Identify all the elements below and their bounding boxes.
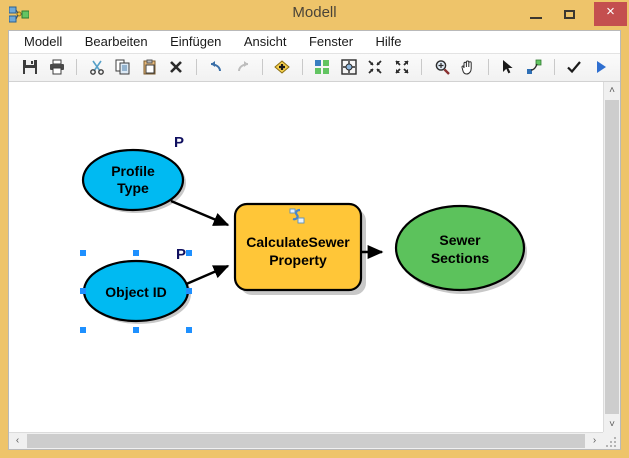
calculate-sewer-property-shape[interactable] [233, 202, 363, 292]
toolbar-separator [553, 59, 555, 75]
vertical-scroll-thumb[interactable] [605, 100, 619, 414]
profile-type-label-line2: Type [117, 180, 149, 196]
toolbar-separator [195, 59, 197, 75]
sewer-sections-label-line2: Sections [431, 250, 490, 266]
sewer-sections-shape[interactable] [394, 204, 526, 292]
selection-handle-nw[interactable] [80, 250, 86, 256]
pan-hand-icon[interactable] [457, 54, 479, 80]
node-sewer-sections[interactable]: Sewer Sections [394, 204, 526, 292]
profile-type-label-line1: Profile [111, 163, 155, 179]
horizontal-scroll-thumb[interactable] [27, 434, 585, 448]
add-data-diamond-icon[interactable] [271, 54, 293, 80]
toolbar-separator [421, 59, 423, 75]
selection-handle-se[interactable] [186, 327, 192, 333]
selection-handle-w[interactable] [80, 288, 86, 294]
copy-icon[interactable] [112, 54, 134, 80]
toolbar [9, 54, 620, 82]
close-button[interactable]: × [594, 2, 627, 26]
menu-bar: Modell Bearbeiten Einfügen Ansicht Fenst… [9, 31, 620, 54]
object-id-label: Object ID [105, 284, 166, 300]
zoom-out-arrows-icon[interactable] [364, 54, 386, 80]
chevron-right-icon: › [592, 435, 597, 446]
object-id-selection-handles[interactable] [80, 250, 192, 333]
edges [170, 199, 384, 287]
redo-arrow-icon[interactable] [232, 54, 254, 80]
zoom-in-arrows-icon[interactable] [391, 54, 413, 80]
undo-arrow-icon[interactable] [205, 54, 227, 80]
paste-clipboard-icon[interactable] [139, 54, 161, 80]
model-graph: Profile Type P Object ID P [80, 134, 527, 333]
chevron-up-icon: ˄ [609, 85, 615, 96]
cut-scissors-icon[interactable] [86, 54, 108, 80]
model-diagram-icon [8, 6, 30, 24]
validate-check-icon[interactable] [563, 54, 585, 80]
calculate-sewer-property-label-line1: CalculateSewer [246, 234, 350, 250]
object-id-precondition-badge: P [176, 246, 186, 263]
magnifier-zoom-icon[interactable] [431, 54, 453, 80]
run-play-icon[interactable] [590, 54, 612, 80]
toolbar-lead-spacer [9, 54, 15, 55]
scroll-up-button[interactable]: ˄ [604, 82, 620, 99]
maximize-icon [564, 10, 575, 19]
profile-type-precondition-badge: P [174, 134, 184, 151]
edge-profile-type-to-tool [170, 199, 230, 227]
chevron-down-icon: ˅ [609, 419, 615, 430]
selection-handle-n[interactable] [133, 250, 139, 256]
resize-grip[interactable] [603, 432, 620, 449]
toolbar-separator [261, 59, 263, 75]
horizontal-scrollbar[interactable]: ‹ › [9, 432, 603, 449]
menu-item-bearbeiten[interactable]: Bearbeiten [84, 34, 148, 49]
node-profile-type[interactable]: Profile Type P [81, 134, 185, 212]
maximize-button[interactable] [556, 2, 584, 27]
selection-handle-e[interactable] [186, 288, 192, 294]
menu-item-hilfe[interactable]: Hilfe [375, 34, 402, 49]
sewer-sections-label-line1: Sewer [439, 232, 481, 248]
title-bar: Modell × [0, 0, 629, 30]
selection-handle-sw[interactable] [80, 327, 86, 333]
save-icon[interactable] [19, 54, 41, 80]
scroll-right-button[interactable]: › [586, 433, 603, 449]
script-tool-icon [289, 208, 306, 225]
menu-item-fenster[interactable]: Fenster [308, 34, 354, 49]
menu-item-ansicht[interactable]: Ansicht [243, 34, 287, 49]
toolbar-separator [487, 59, 489, 75]
auto-layout-icon[interactable] [311, 54, 333, 80]
scroll-down-button[interactable]: ˅ [604, 416, 620, 433]
chevron-left-icon: ‹ [15, 435, 20, 446]
menu-item-modell[interactable]: Modell [24, 34, 63, 49]
minimize-icon [530, 17, 542, 19]
minimize-button[interactable] [522, 2, 550, 27]
delete-x-icon[interactable] [165, 54, 187, 80]
select-pointer-icon[interactable] [497, 54, 519, 80]
node-object-id[interactable]: Object ID P [80, 246, 192, 333]
window-title: Modell [292, 4, 337, 21]
fit-to-window-icon[interactable] [338, 54, 360, 80]
connect-tool-icon[interactable] [523, 54, 545, 80]
print-icon[interactable] [46, 54, 68, 80]
edge-object-id-to-tool [183, 264, 230, 287]
calculate-sewer-property-label-line2: Property [269, 252, 327, 268]
profile-type-shape[interactable] [81, 148, 185, 212]
menu-item-einfuegen[interactable]: Einfügen [170, 34, 222, 49]
toolbar-separator [301, 59, 303, 75]
selection-handle-s[interactable] [133, 327, 139, 333]
vertical-scrollbar[interactable]: ˄ ˅ [603, 82, 620, 433]
client-area: Modell Bearbeiten Einfügen Ansicht Fenst… [8, 30, 621, 450]
scroll-left-button[interactable]: ‹ [9, 433, 26, 449]
close-icon: × [606, 3, 615, 20]
model-canvas[interactable]: Profile Type P Object ID P [9, 82, 603, 433]
selection-handle-ne[interactable] [186, 250, 192, 256]
node-calculate-sewer-property[interactable]: CalculateSewer Property [233, 202, 363, 292]
toolbar-separator [76, 59, 78, 75]
